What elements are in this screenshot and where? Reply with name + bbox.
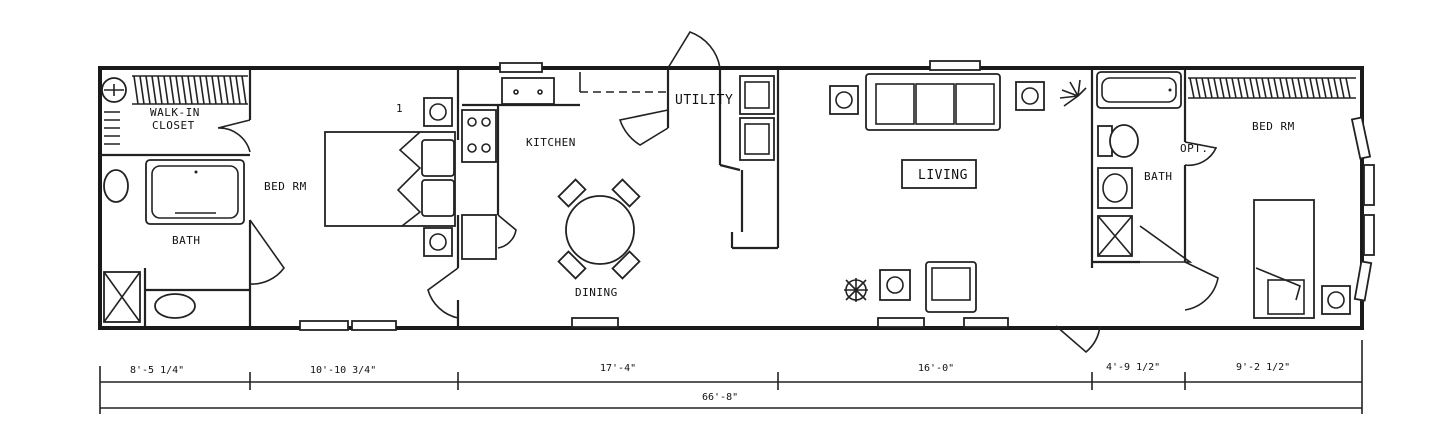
living-room: LIVING xyxy=(829,73,1101,354)
walk-in-closet: WALK-IN CLOSET xyxy=(101,75,251,153)
dim-segment-2: 10'-10 3/4" xyxy=(310,365,376,376)
exterior-walls xyxy=(98,66,1364,330)
interior-walls xyxy=(100,70,1187,326)
dim-segment-3: 17'-4" xyxy=(600,363,636,374)
dining-label: DINING xyxy=(575,286,618,299)
windows xyxy=(299,60,1375,331)
utility-label: UTILITY xyxy=(675,93,733,108)
dim-segment-4: 16'-0" xyxy=(918,363,954,374)
dim-segment-1: 8'-5 1/4" xyxy=(130,365,184,376)
dim-segment-6: 9'-2 1/2" xyxy=(1236,362,1290,373)
master-bath: BATH xyxy=(103,159,285,323)
rear-bedroom-label: BED RM xyxy=(1252,120,1295,133)
bed-marker: 1 xyxy=(396,102,403,115)
kitchen: KITCHEN xyxy=(461,72,668,260)
dim-total: 66'-8" xyxy=(702,392,738,403)
master-bedroom: 1 BED RM xyxy=(264,97,459,319)
utility-room: UTILITY xyxy=(618,31,775,161)
rear-bath-label: BATH xyxy=(1144,170,1173,183)
dimension-lines: 8'-5 1/4" 10'-10 3/4" 17'-4" 16'-0" 4'-9… xyxy=(99,340,1363,414)
closet-label-line1: WALK-IN xyxy=(150,106,200,119)
kitchen-label: KITCHEN xyxy=(526,136,576,149)
master-bedroom-label: BED RM xyxy=(264,180,307,193)
closet-label-line2: CLOSET xyxy=(152,119,195,132)
plant-icon xyxy=(844,278,868,302)
plant-icon xyxy=(1059,79,1087,107)
living-label: LIVING xyxy=(918,168,968,183)
rear-bath: BATH OPT. xyxy=(1096,71,1219,311)
dining: DINING xyxy=(557,178,641,299)
dim-segment-5: 4'-9 1/2" xyxy=(1106,362,1160,373)
rear-bedroom: BED RM xyxy=(1188,77,1356,319)
master-bath-label: BATH xyxy=(172,234,201,247)
